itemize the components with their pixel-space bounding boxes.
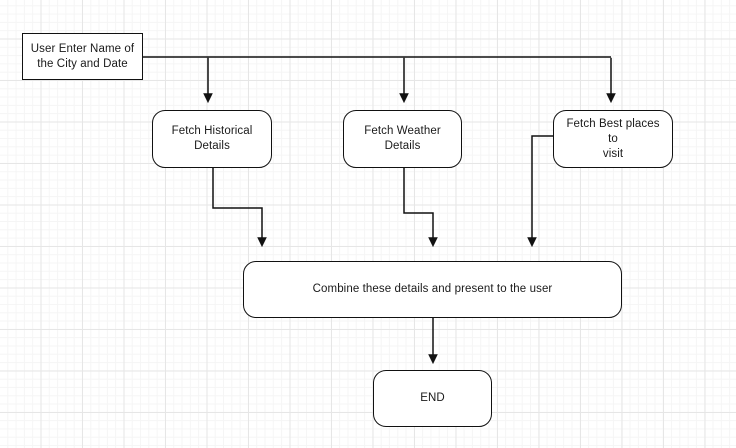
node-end-label: END <box>420 392 445 404</box>
node-user-input-label: User Enter Name of the City and Date <box>30 42 135 70</box>
node-fetch-best-places[interactable]: Fetch Best places to visit <box>553 110 673 168</box>
node-combine-details-label: Combine these details and present to the… <box>312 283 553 295</box>
node-end[interactable]: END <box>373 370 492 427</box>
node-fetch-weather-label: Fetch Weather Details <box>364 125 441 152</box>
node-user-input[interactable]: User Enter Name of the City and Date <box>22 33 143 80</box>
edge-weather-to-combine <box>403 168 438 248</box>
node-combine-details[interactable]: Combine these details and present to the… <box>243 261 622 318</box>
edge-places-to-combine <box>527 135 553 248</box>
edge-historical-to-combine <box>212 168 267 248</box>
node-fetch-best-places-label: Fetch Best places to visit <box>566 117 660 160</box>
node-fetch-weather[interactable]: Fetch Weather Details <box>343 110 462 168</box>
node-fetch-historical[interactable]: Fetch Historical Details <box>152 110 272 168</box>
node-fetch-historical-label: Fetch Historical Details <box>171 125 253 152</box>
